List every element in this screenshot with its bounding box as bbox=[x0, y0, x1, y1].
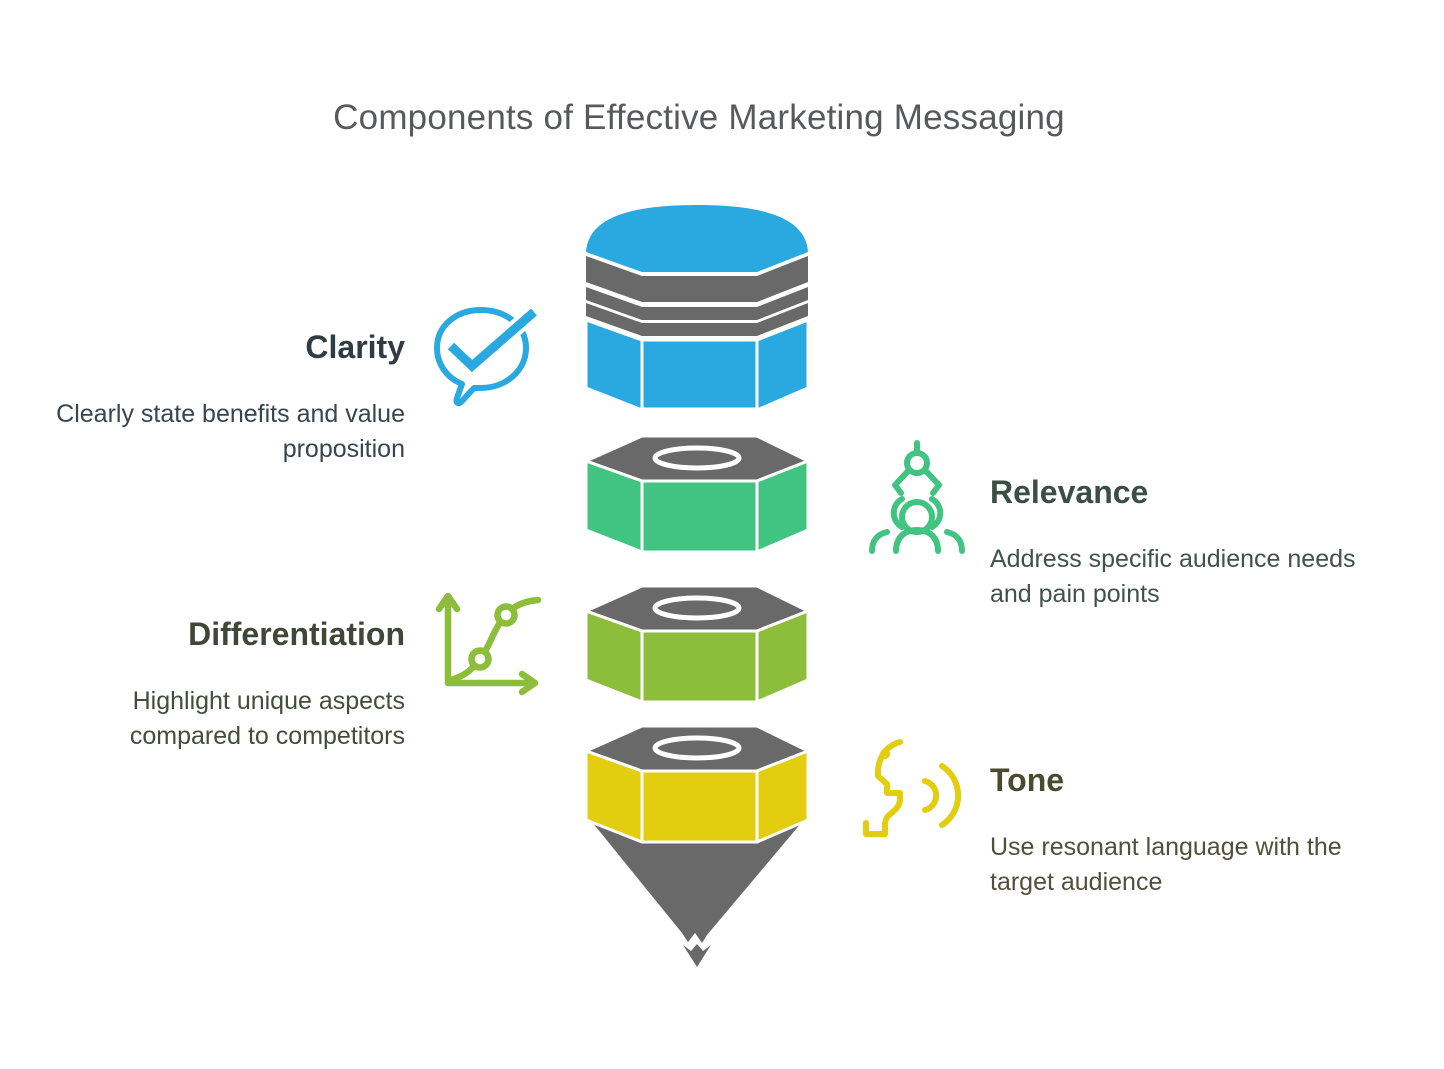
pencil-funnel-graphic bbox=[584, 205, 810, 967]
section-tone: Tone Use resonant language with the targ… bbox=[990, 760, 1375, 900]
section-clarity-title: Clarity bbox=[305, 329, 405, 365]
pencil-segment-relevance bbox=[584, 434, 810, 554]
section-clarity-description: Clearly state benefits and value proposi… bbox=[56, 400, 405, 463]
section-tone-title: Tone bbox=[990, 762, 1065, 798]
section-relevance-description: Address specific audience needs and pain… bbox=[990, 545, 1356, 608]
pencil-segment-differentiation bbox=[584, 584, 810, 704]
pencil-segment-tone bbox=[584, 724, 810, 844]
speech-bubble-check-icon bbox=[434, 305, 540, 407]
section-differentiation-title: Differentiation bbox=[188, 616, 405, 652]
section-relevance-title: Relevance bbox=[990, 474, 1149, 510]
section-relevance: Relevance Address specific audience need… bbox=[990, 472, 1370, 612]
section-tone-description: Use resonant language with the target au… bbox=[990, 833, 1342, 896]
page-title: Components of Effective Marketing Messag… bbox=[333, 98, 1065, 137]
audience-target-icon bbox=[869, 440, 965, 554]
pencil-eraser-segment-clarity bbox=[584, 205, 810, 412]
speaking-face-icon bbox=[863, 739, 962, 837]
section-clarity: Clarity Clearly state benefits and value… bbox=[45, 327, 405, 467]
pencil-tip-cone bbox=[592, 822, 802, 967]
section-differentiation: Differentiation Highlight unique aspects… bbox=[45, 614, 405, 754]
section-differentiation-description: Highlight unique aspects compared to com… bbox=[129, 687, 405, 750]
growth-chart-icon bbox=[435, 592, 542, 696]
